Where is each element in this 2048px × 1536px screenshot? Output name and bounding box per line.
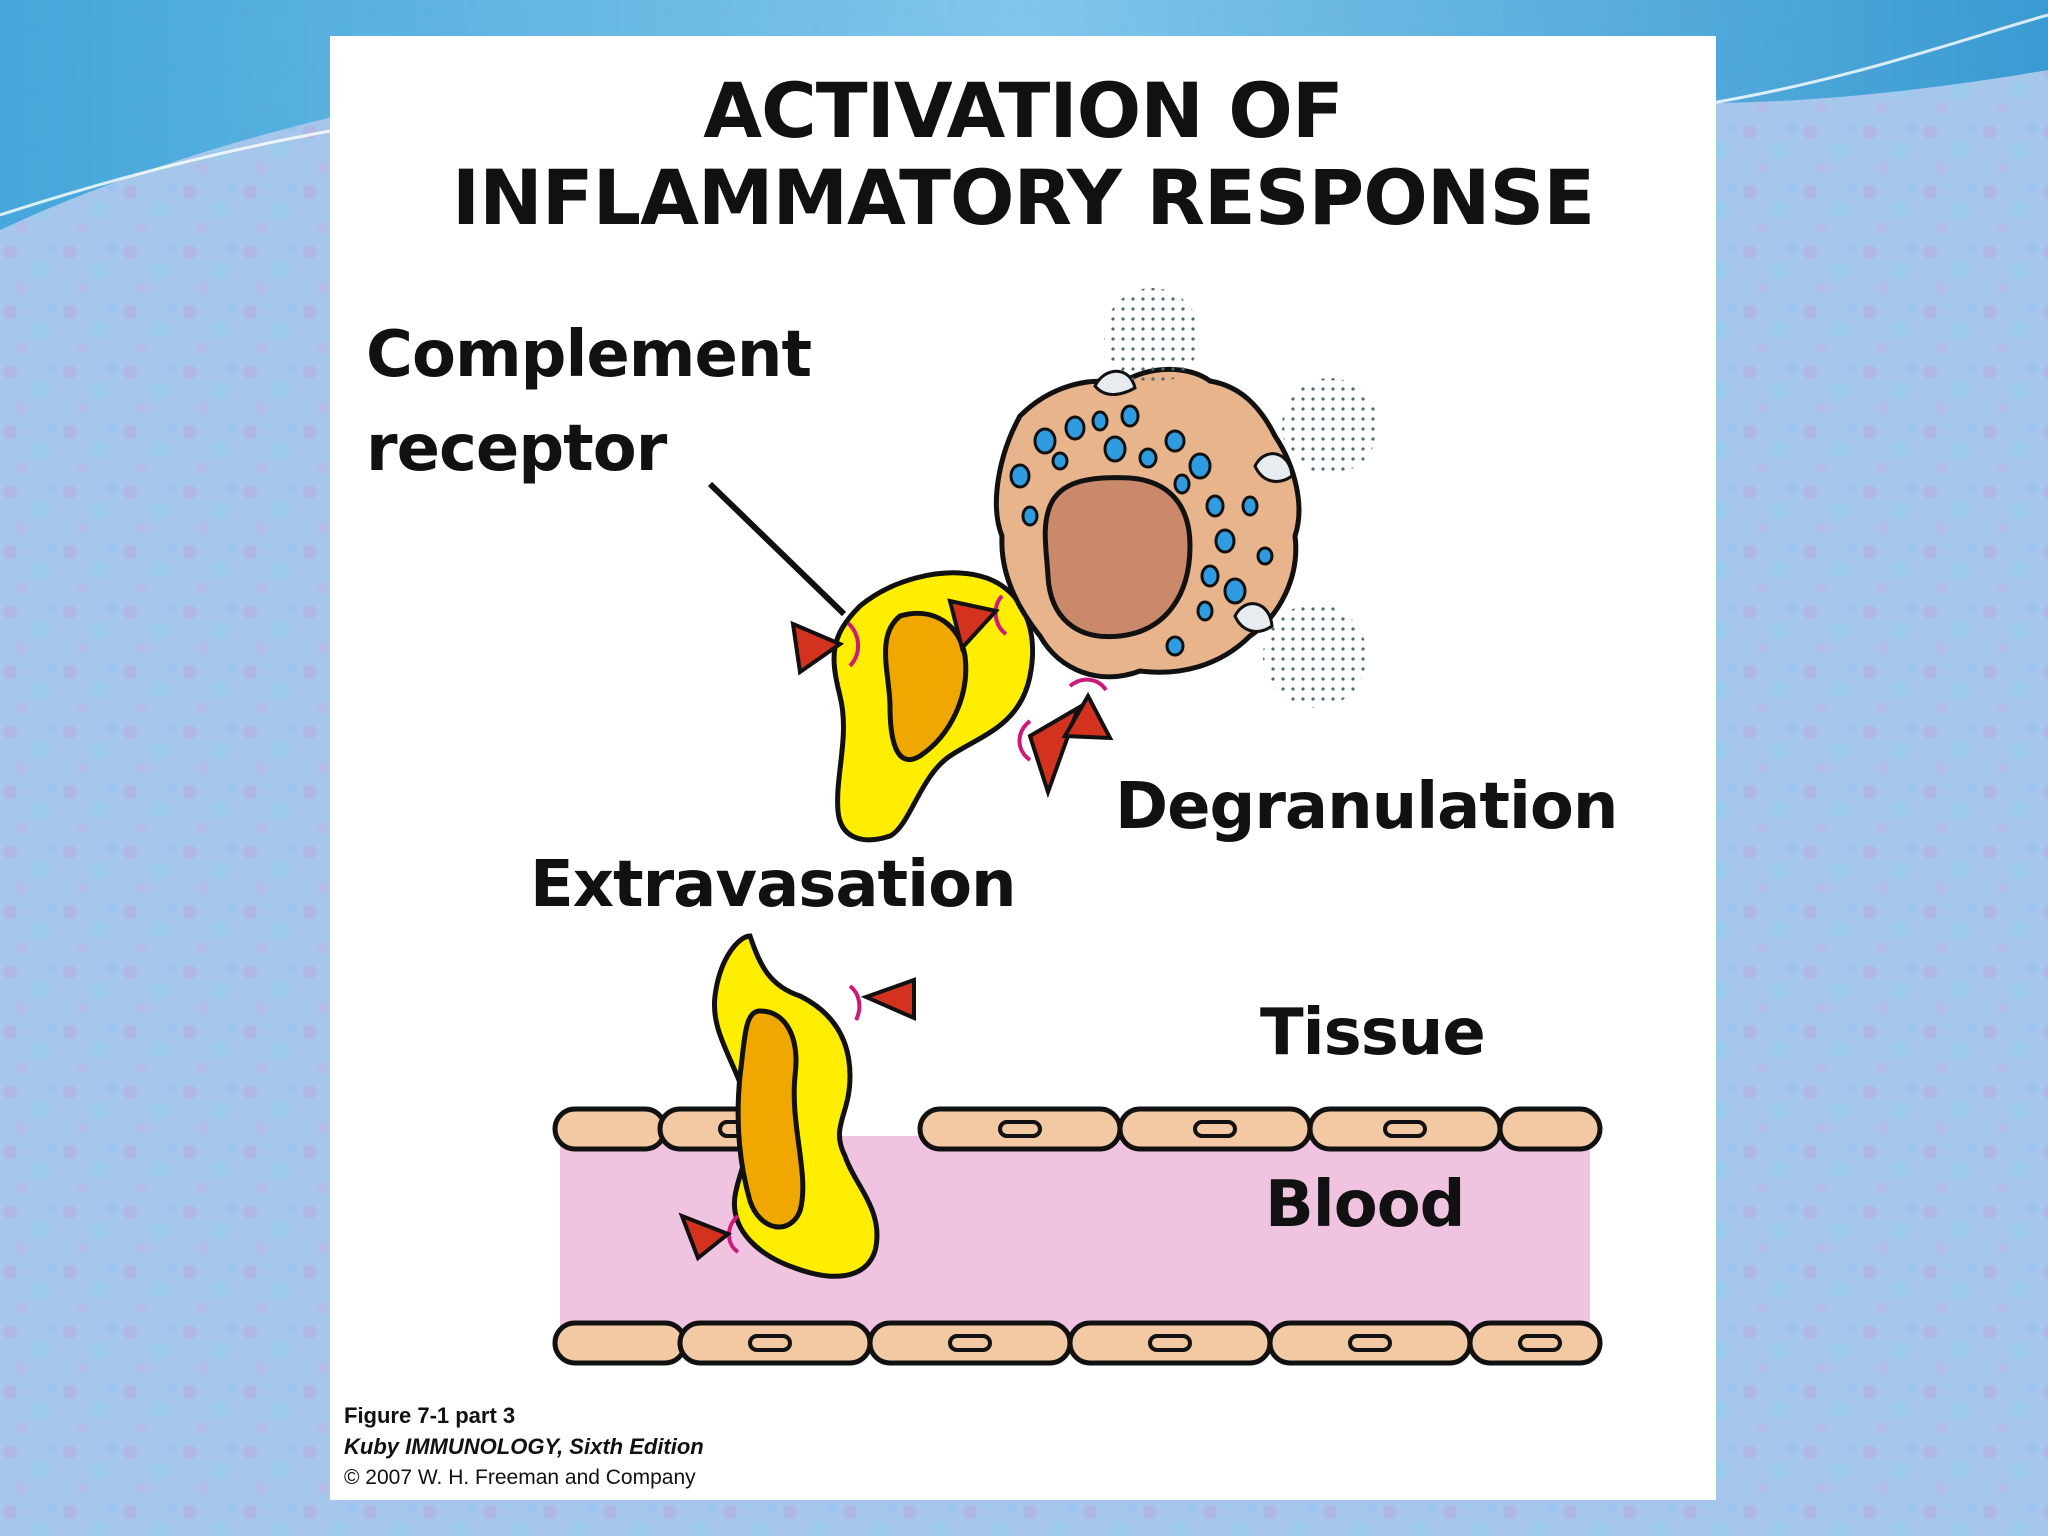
complement-receptor-label-line-1: Complement [366,318,812,392]
extravasating-leukocyte [678,933,916,1279]
complement-receptor-pair [1061,677,1114,741]
complement-receptor-pair [678,1212,740,1262]
figure-number-caption: Figure 7-1 part 3 [344,1403,516,1428]
complement-receptor-label-line-2: receptor [366,412,667,486]
diagram-art [552,288,1603,1366]
degranulation-label: Degranulation [1115,770,1618,844]
complement-receptor-pair [1017,703,1082,799]
diagram-title-line-1: ACTIVATION OF [703,66,1344,155]
complement-receptor-pointer [707,481,847,617]
figure-panel: ACTIVATION OF INFLAMMATORY RESPONSE Comp… [330,36,1716,1500]
copyright-caption: © 2007 W. H. Freeman and Company [344,1466,696,1489]
complement-receptor-pair [848,977,916,1022]
extravasation-label: Extravasation [530,848,1017,922]
diagram-title-line-2: INFLAMMATORY RESPONSE [451,153,1595,242]
mast-cell [947,288,1378,741]
complement-receptor-pair [790,620,860,676]
book-caption: Kuby IMMUNOLOGY, Sixth Edition [344,1434,704,1459]
complement-receptor-pair [947,594,1008,653]
endothelial-layer-bottom [552,1320,1603,1366]
endothelial-layer-top [552,1106,1603,1152]
leukocyte [790,570,1082,843]
blood-label: Blood [1265,1168,1465,1242]
tissue-label: Tissue [1260,996,1486,1070]
released-granules [1093,288,1378,708]
granules [1009,404,1274,657]
